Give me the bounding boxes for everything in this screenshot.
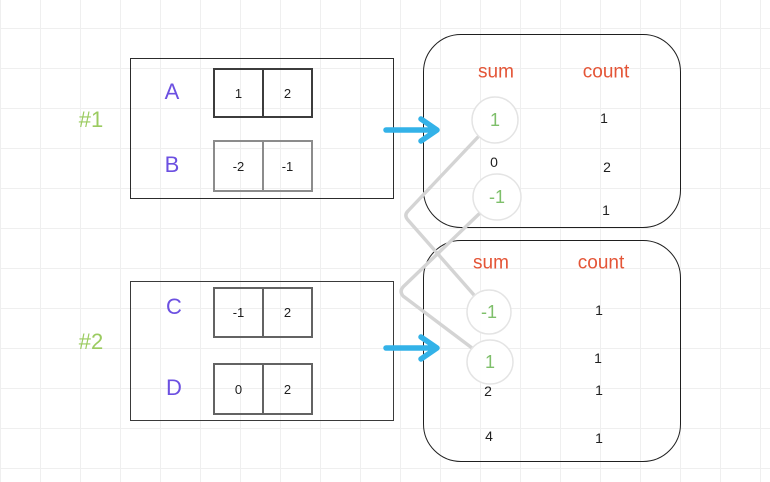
- array-c-cell-0: -1: [213, 287, 264, 338]
- example-1-result-box: [423, 34, 681, 228]
- example-2-count-0: 1: [595, 302, 603, 318]
- example-1-sum-0: 1: [489, 110, 501, 130]
- example-1-count-1: 2: [603, 159, 611, 175]
- array-b-cell-1: -1: [262, 140, 313, 192]
- array-c-cell-1: 2: [262, 287, 313, 338]
- example-2-sum-2: 2: [484, 383, 492, 399]
- array-c-label: C: [166, 294, 182, 319]
- example-2-count-2: 1: [595, 382, 603, 398]
- array-a-cell-1: 2: [262, 68, 313, 118]
- array-a-cell-0: 1: [213, 68, 264, 118]
- example-2-result-box: [423, 240, 681, 462]
- array-d-label: D: [166, 375, 182, 400]
- array-d-cell-1: 2: [262, 363, 313, 415]
- array-c-cells: -1 2: [213, 287, 313, 338]
- array-d-cells: 0 2: [213, 363, 313, 415]
- example-2-count-header: count: [577, 252, 625, 274]
- example-1-sum-header: sum: [478, 61, 514, 83]
- example-1-count-2: 1: [602, 202, 610, 218]
- example-2-sum-3: 4: [485, 428, 493, 444]
- example-1-sum-2: -1: [488, 187, 506, 207]
- array-b-label: B: [164, 152, 180, 177]
- array-b-cell-0: -2: [213, 140, 264, 192]
- array-d-cell-0: 0: [213, 363, 264, 415]
- array-a-cells: 1 2: [213, 68, 313, 118]
- example-2-count-1: 1: [594, 350, 602, 366]
- array-b-cells: -2 -1: [213, 140, 313, 192]
- example-2-count-3: 1: [595, 430, 603, 446]
- example-1-sum-1: 0: [490, 154, 498, 170]
- example-2-sum-1: 1: [484, 352, 496, 372]
- example-2-label: #2: [78, 329, 104, 354]
- example-1-label: #1: [78, 107, 104, 132]
- example-1-count-header: count: [582, 61, 630, 83]
- example-1-count-0: 1: [600, 110, 608, 126]
- example-2-sum-header: sum: [473, 252, 509, 274]
- example-2-sum-0: -1: [480, 302, 498, 322]
- array-a-label: A: [164, 79, 180, 104]
